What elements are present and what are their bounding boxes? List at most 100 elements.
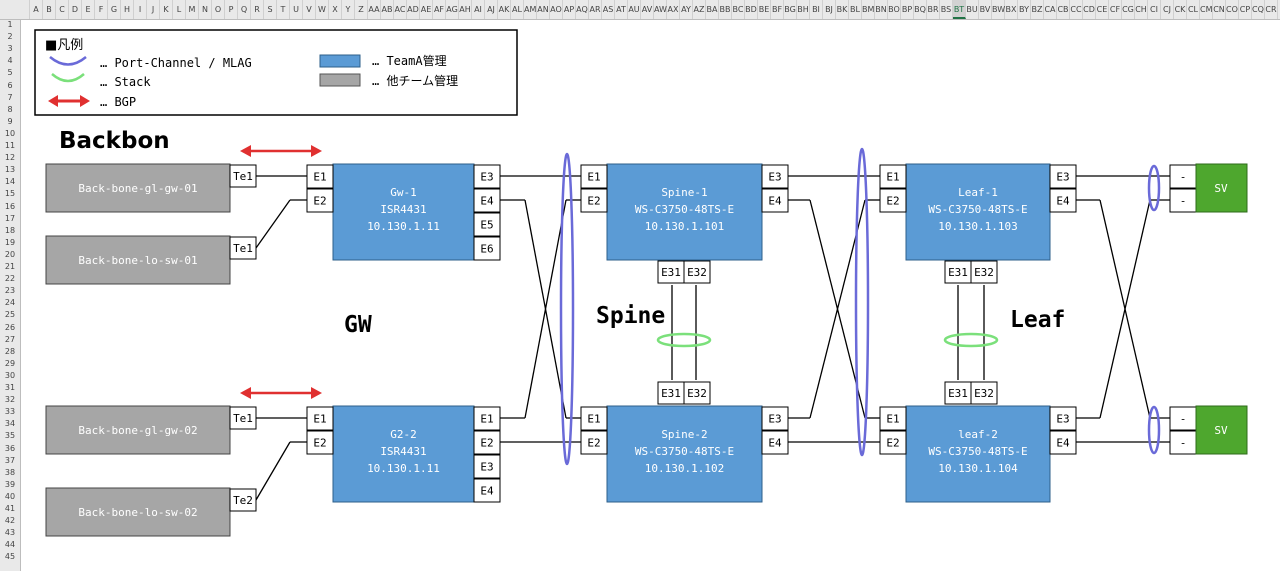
row-header[interactable]: 10	[4, 128, 16, 138]
column-header[interactable]: AT	[615, 0, 628, 19]
row-header[interactable]: 2	[7, 32, 13, 42]
column-header[interactable]: AX	[667, 0, 680, 19]
column-header[interactable]: CR	[1265, 0, 1278, 19]
column-header[interactable]: A	[30, 0, 43, 19]
column-header[interactable]: CB	[1057, 0, 1070, 19]
row-header[interactable]: 24	[4, 298, 16, 308]
column-header[interactable]: Q	[238, 0, 251, 19]
column-header[interactable]: AQ	[576, 0, 589, 19]
column-header[interactable]: CN	[1213, 0, 1226, 19]
row-header[interactable]: 36	[4, 443, 16, 453]
row-header[interactable]: 7	[7, 92, 13, 102]
column-header[interactable]: CQ	[1252, 0, 1265, 19]
column-header[interactable]: BZ	[1031, 0, 1044, 19]
column-header[interactable]: BI	[810, 0, 823, 19]
column-header[interactable]: AW	[654, 0, 667, 19]
column-header[interactable]: BA	[706, 0, 719, 19]
row-header[interactable]: 44	[4, 540, 16, 550]
row-header[interactable]: 43	[4, 528, 16, 538]
row-header[interactable]: 38	[4, 467, 16, 477]
column-header[interactable]: AR	[589, 0, 602, 19]
select-all-corner[interactable]	[0, 0, 30, 19]
column-header[interactable]: W	[316, 0, 329, 19]
column-header[interactable]: AA	[368, 0, 381, 19]
column-header[interactable]: AM	[524, 0, 537, 19]
row-header[interactable]: 27	[4, 334, 16, 344]
row-header[interactable]: 9	[7, 116, 13, 126]
column-header[interactable]: BN	[875, 0, 888, 19]
column-header[interactable]: O	[212, 0, 225, 19]
column-header[interactable]: P	[225, 0, 238, 19]
column-header[interactable]: BJ	[823, 0, 836, 19]
row-header[interactable]: 21	[4, 262, 16, 271]
column-header[interactable]: CP	[1239, 0, 1252, 19]
column-header[interactable]: BO	[888, 0, 901, 19]
column-header[interactable]: K	[160, 0, 173, 19]
column-header[interactable]: CO	[1226, 0, 1239, 19]
row-header[interactable]: 18	[4, 225, 16, 235]
row-header[interactable]: 41	[4, 504, 16, 513]
row-header[interactable]: 6	[7, 80, 13, 90]
column-header[interactable]: AJ	[485, 0, 498, 19]
column-header[interactable]: AZ	[693, 0, 706, 19]
column-header[interactable]: F	[95, 0, 108, 19]
column-header[interactable]: V	[303, 0, 316, 19]
column-header[interactable]: U	[290, 0, 303, 19]
row-header[interactable]: 42	[4, 516, 16, 526]
column-header[interactable]: N	[199, 0, 212, 19]
row-header[interactable]: 45	[4, 552, 16, 562]
column-header[interactable]: AY	[680, 0, 693, 19]
row-header[interactable]: 37	[4, 455, 16, 465]
row-header[interactable]: 34	[4, 419, 16, 429]
row-header[interactable]: 4	[7, 56, 13, 66]
column-header[interactable]: BE	[758, 0, 771, 19]
column-header[interactable]: S	[264, 0, 277, 19]
column-header[interactable]: AF	[433, 0, 446, 19]
row-header[interactable]: 14	[4, 177, 16, 187]
column-header[interactable]: BY	[1018, 0, 1031, 19]
column-header[interactable]: CG	[1122, 0, 1135, 19]
row-header[interactable]: 12	[4, 153, 16, 163]
column-header[interactable]: AU	[628, 0, 641, 19]
row-header[interactable]: 19	[4, 237, 16, 247]
row-header[interactable]: 16	[4, 201, 16, 211]
column-header[interactable]: BB	[719, 0, 732, 19]
column-header[interactable]: AN	[537, 0, 550, 19]
row-header[interactable]: 11	[4, 141, 16, 150]
column-header[interactable]: BD	[745, 0, 758, 19]
row-header[interactable]: 33	[4, 407, 16, 417]
column-header[interactable]: CL	[1187, 0, 1200, 19]
column-header[interactable]: E	[82, 0, 95, 19]
row-header[interactable]: 31	[4, 383, 16, 392]
column-header[interactable]: AS	[602, 0, 615, 19]
row-header[interactable]: 20	[4, 249, 16, 259]
row-header[interactable]: 25	[4, 310, 16, 320]
column-header[interactable]: CF	[1109, 0, 1122, 19]
row-header[interactable]: 17	[4, 213, 16, 223]
column-header[interactable]: M	[186, 0, 199, 19]
column-header[interactable]: CD	[1083, 0, 1096, 19]
row-header[interactable]: 28	[4, 346, 16, 356]
row-header[interactable]: 22	[4, 274, 16, 284]
column-header[interactable]: AV	[641, 0, 654, 19]
column-header[interactable]: Z	[355, 0, 368, 19]
column-header[interactable]: BR	[927, 0, 940, 19]
column-header[interactable]: Y	[342, 0, 355, 19]
column-header[interactable]: BK	[836, 0, 849, 19]
row-header[interactable]: 1	[7, 20, 13, 29]
row-header[interactable]: 5	[7, 68, 13, 78]
column-header[interactable]: T	[277, 0, 290, 19]
row-header[interactable]: 40	[4, 491, 16, 501]
column-header[interactable]: BW	[992, 0, 1005, 19]
column-header[interactable]: AL	[511, 0, 524, 19]
column-header[interactable]: BT	[953, 0, 966, 19]
row-header[interactable]: 15	[4, 189, 16, 199]
column-header[interactable]: BG	[784, 0, 797, 19]
row-header[interactable]: 23	[4, 286, 16, 296]
column-header[interactable]: AO	[550, 0, 563, 19]
column-header[interactable]: BF	[771, 0, 784, 19]
column-header[interactable]: BS	[940, 0, 953, 19]
column-header[interactable]: L	[173, 0, 186, 19]
row-header[interactable]: 29	[4, 358, 16, 368]
